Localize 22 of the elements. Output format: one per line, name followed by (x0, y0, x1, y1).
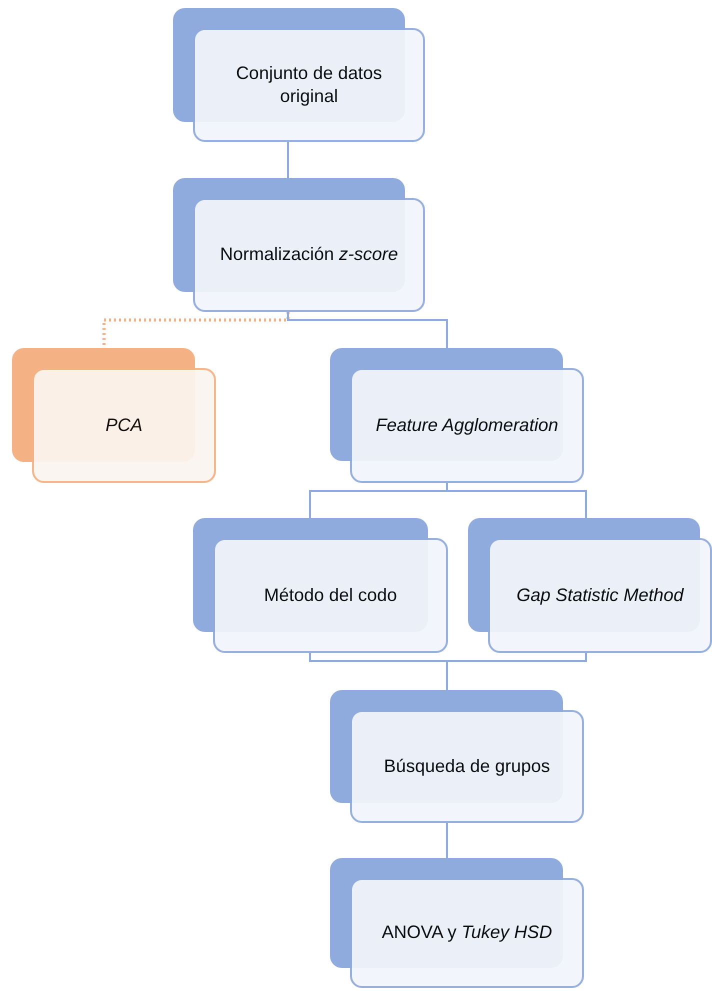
connector (287, 142, 289, 178)
process-node (330, 690, 584, 823)
node-label: Gap Statistic Method (515, 584, 685, 607)
connector (287, 312, 448, 348)
node-label: ANOVA y Tukey HSD (380, 921, 554, 944)
dotted-connector (102, 312, 290, 348)
node-label: Feature Agglomeration (374, 414, 560, 437)
node-label: Método del codo (262, 584, 398, 607)
node-label: Búsqueda de grupos (382, 754, 552, 778)
node-label: Normalización z-score (218, 243, 400, 266)
process-node (173, 178, 425, 312)
process-node (193, 518, 448, 653)
process-node (330, 858, 584, 988)
process-node (468, 518, 712, 653)
process-node (173, 8, 425, 142)
process-node (330, 348, 584, 483)
node-label: Conjunto de datos original (234, 62, 384, 108)
connector (446, 653, 587, 690)
process-node (12, 348, 216, 483)
connector (446, 823, 448, 858)
node-label: PCA (104, 414, 144, 437)
connector (446, 483, 587, 518)
